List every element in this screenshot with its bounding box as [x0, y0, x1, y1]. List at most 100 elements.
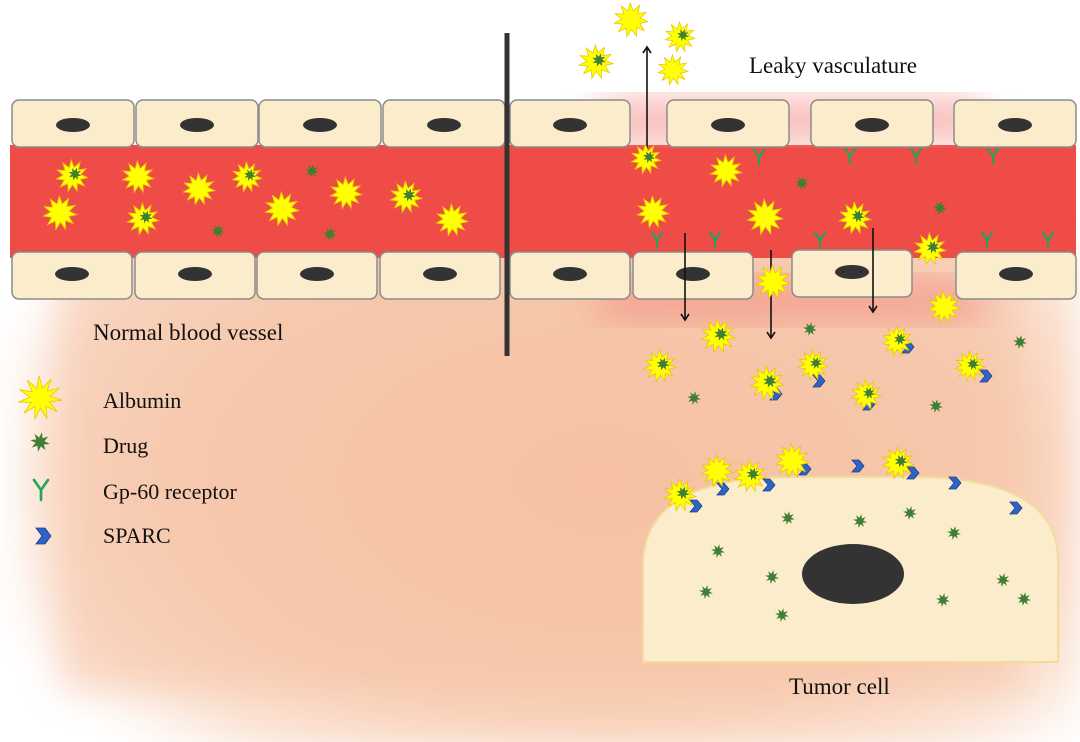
drug-particle [933, 201, 947, 215]
sparc-marker [979, 369, 993, 383]
bound-drug [863, 387, 875, 399]
gp60-receptor [843, 147, 857, 165]
drug-particle [803, 322, 817, 336]
drug-particle [1013, 335, 1027, 349]
sparc-marker [1009, 501, 1023, 515]
tumor-cell-label: Tumor cell [789, 674, 890, 699]
sparc-icon [35, 527, 52, 545]
albumin-particle [774, 442, 811, 479]
drug-particle [699, 585, 713, 599]
cell-nucleus [711, 118, 745, 132]
cell-nucleus [835, 265, 869, 279]
albumin-particle [636, 194, 671, 229]
sparc-marker [812, 374, 826, 388]
albumin-particle [435, 202, 470, 237]
bound-drug [244, 169, 256, 181]
drug-icon [30, 432, 50, 452]
drug-particle [936, 593, 950, 607]
legend-label-albumin: Albumin [103, 388, 182, 413]
gp60-receptors [650, 147, 1055, 249]
gp60-receptor [980, 231, 994, 249]
free-drugs [211, 164, 1031, 622]
cell-nucleus [999, 267, 1033, 281]
cell-nucleus [423, 267, 457, 281]
drug-particle [323, 227, 337, 241]
bound-drug [763, 374, 777, 388]
tumor-nucleus [802, 544, 904, 604]
drug-particle [687, 391, 701, 405]
albumin-particle [42, 194, 79, 231]
gp60-receptor [986, 147, 1000, 165]
gp60-receptor [909, 147, 923, 165]
bound-drug [402, 188, 416, 202]
drug-particle [765, 570, 779, 584]
cell-nucleus [55, 267, 89, 281]
albumin-particle [700, 453, 735, 488]
arrow-head [766, 331, 776, 340]
bound-drug [926, 240, 940, 254]
bound-drug [139, 210, 153, 224]
endothelial-layer [11, 99, 1077, 300]
sparc-marker [851, 459, 865, 473]
gp60-receptor [752, 148, 766, 166]
sparc-markers [689, 340, 1023, 515]
legend-label-gp60-receptor: Gp-60 receptor [103, 479, 237, 504]
drug-particle [903, 506, 917, 520]
bound-drug [967, 358, 979, 370]
cell-nucleus [676, 267, 710, 281]
normal-blood-vessel-label: Normal blood vessel [93, 320, 284, 345]
cell-nucleus [553, 118, 587, 132]
drug-particle [1017, 592, 1031, 606]
leaky-vasculature-label: Leaky vasculature [749, 53, 917, 78]
legend-label-sparc: SPARC [103, 523, 171, 548]
vessel-lumen [10, 145, 1076, 258]
cell-nucleus [427, 118, 461, 132]
cell-nucleus [303, 118, 337, 132]
arrow-head [680, 313, 690, 322]
albumin-particle [755, 263, 792, 300]
legend-icons [18, 375, 63, 545]
drug-particle [775, 608, 789, 622]
albumin-particle [657, 53, 690, 86]
bound-drug [810, 357, 822, 369]
bound-drug [677, 29, 689, 41]
drug-particle [711, 544, 725, 558]
albumin-particle [264, 190, 301, 227]
bound-drug [676, 486, 690, 500]
drug-particle [853, 514, 867, 528]
drug-particle [211, 224, 225, 238]
albumin-particle [182, 171, 217, 206]
gp60-receptor [650, 231, 664, 249]
gp60-receptor [708, 231, 722, 249]
bound-drug [68, 167, 82, 181]
cell-nucleus [855, 118, 889, 132]
legend-label-drug: Drug [103, 433, 149, 458]
bound-drug [746, 467, 760, 481]
bound-drug [894, 454, 908, 468]
sparc-marker [689, 499, 703, 513]
bound-drug [656, 357, 670, 371]
bound-drug [714, 327, 728, 341]
cell-nucleus [300, 267, 334, 281]
albumin-icon [18, 375, 63, 420]
sparc-marker [948, 476, 962, 490]
sparc-marker [716, 482, 730, 496]
cell-nucleus [178, 267, 212, 281]
arrow-head [642, 45, 652, 54]
albumin-particle [613, 1, 650, 38]
bound-drug [894, 333, 906, 345]
cell-nucleus [998, 118, 1032, 132]
gp60-receptor [813, 231, 827, 249]
arrow-head [868, 305, 878, 314]
albumin-particle [746, 197, 785, 236]
gp60-receptor-icon [32, 478, 50, 502]
drug-particle [929, 399, 943, 413]
bound-drug [851, 209, 865, 223]
gp60-receptor [1041, 231, 1055, 249]
sparc-marker [762, 478, 776, 492]
cell-nucleus [553, 267, 587, 281]
albumin-particle [927, 289, 962, 324]
drug-particle [996, 573, 1010, 587]
cell-nucleus [56, 118, 90, 132]
